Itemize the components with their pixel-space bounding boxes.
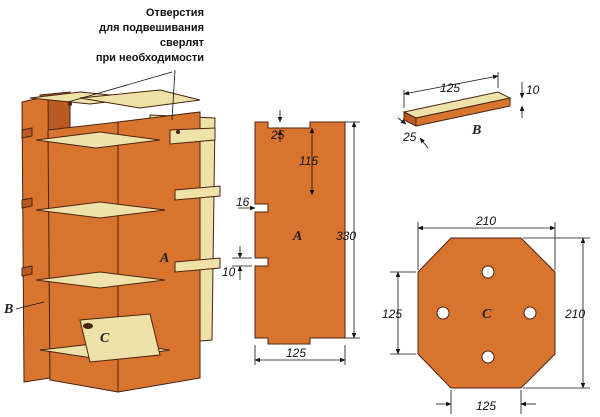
note-line-4: при необходимости: [96, 52, 204, 64]
hole-left: [436, 306, 450, 320]
assembly-label-a: A: [159, 251, 169, 266]
dim-210-top: 210: [475, 214, 496, 228]
dim-10-b: 10: [526, 83, 540, 97]
part-a-drawing: A 25 115 16 10 330 125: [222, 110, 360, 365]
part-c-octagon: [417, 237, 556, 389]
part-b-label: B: [471, 123, 481, 138]
drilling-note: Отверстия для подвешивания сверлят при н…: [96, 7, 205, 64]
assembly-label-c: C: [100, 331, 110, 346]
dim-330: 330: [336, 229, 356, 243]
part-c-label: C: [482, 307, 492, 322]
dim-25: 25: [270, 128, 285, 142]
part-a-label: A: [292, 229, 302, 244]
dim-125-bottom: 125: [476, 399, 496, 413]
dim-25-b: 25: [402, 130, 417, 144]
assembly-label-b: B: [3, 302, 13, 317]
note-line-3: сверлят: [160, 37, 205, 49]
hole-bottom: [481, 350, 495, 364]
part-c-drawing: C 210 210 125 125: [382, 214, 590, 414]
part-b-drawing: 125 10 25 B: [397, 72, 540, 149]
dim-125-left: 125: [382, 307, 402, 321]
dim-16: 16: [236, 195, 250, 209]
assembly-illustration: A B C: [3, 69, 221, 393]
dim-125-a: 125: [286, 346, 306, 360]
dim-125-b: 125: [440, 81, 460, 95]
note-line-2: для подвешивания: [99, 22, 204, 34]
dim-115: 115: [299, 154, 318, 168]
part-a-panel: [254, 121, 346, 345]
hole-right: [523, 306, 537, 320]
note-line-1: Отверстия: [146, 7, 204, 19]
dim-210-right: 210: [564, 307, 585, 321]
dim-10: 10: [222, 265, 236, 279]
hole-top: [481, 265, 495, 279]
